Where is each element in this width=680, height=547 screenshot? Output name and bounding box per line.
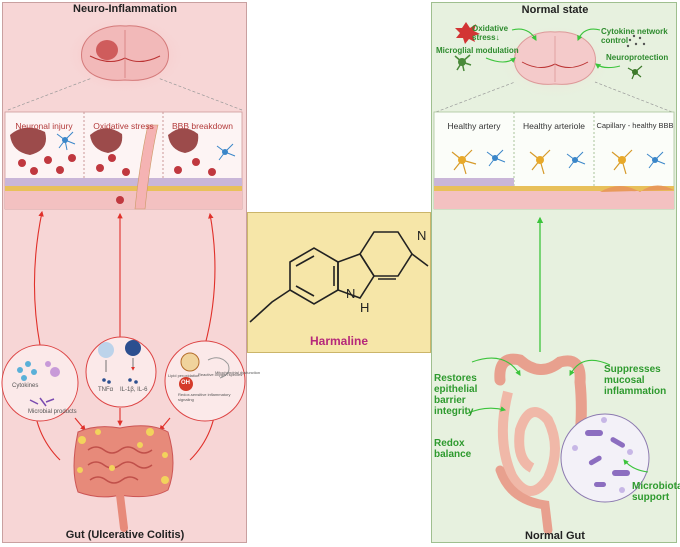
neuro-subpanels bbox=[4, 111, 243, 210]
atom-n1: N bbox=[417, 228, 427, 243]
panel-label-bbb-breakdown: BBB breakdown bbox=[172, 121, 233, 131]
left-bottom-title: Gut (Ulcerative Colitis) bbox=[65, 529, 185, 541]
restores-note: Restores epithelial barrier integrity bbox=[434, 373, 478, 417]
green-gut-arrows bbox=[465, 357, 649, 473]
oh-label: OH bbox=[181, 380, 190, 386]
redox-note: Redox balance bbox=[434, 438, 472, 460]
cytokines-label: Cytokines bbox=[12, 383, 39, 389]
tnf-label: TNFα bbox=[98, 387, 114, 393]
right-title: Normal state bbox=[521, 4, 589, 16]
panel-label-oxidative-stress: Oxidative stress bbox=[93, 121, 154, 131]
panel-label-neuronal-injury: Neuronal injury bbox=[15, 121, 73, 131]
panel-label-capillary: Capillary - healthy BBB bbox=[596, 121, 674, 130]
brain-note-icons bbox=[454, 22, 646, 80]
atom-h: H bbox=[360, 300, 370, 315]
panel-label-healthy-arteriole: Healthy arteriole bbox=[523, 121, 585, 131]
cytokine-note: Cytokine network control bbox=[601, 27, 668, 45]
interleukin-label: IL-1β, IL-6 bbox=[120, 387, 148, 393]
microglial-note: Microglial modulation bbox=[436, 46, 519, 55]
suppresses-note: Suppresses mucosal inflammation bbox=[604, 364, 667, 397]
right-bottom-title: Normal Gut bbox=[525, 530, 585, 542]
inflamed-brain-icon bbox=[63, 15, 187, 95]
red-arrows bbox=[32, 210, 218, 461]
left-title: Neuro-Inflammation bbox=[73, 3, 177, 15]
gut-mechanism-circles bbox=[1, 336, 246, 422]
ros-label: Reactive oxygen species bbox=[198, 372, 243, 377]
panel-label-healthy-artery: Healthy artery bbox=[447, 121, 501, 131]
inflamed-gut-icon bbox=[73, 425, 174, 532]
healthy-gut-icon bbox=[494, 353, 650, 535]
lipid-label: Lipid peroxidation bbox=[168, 373, 200, 378]
redox-signaling-label: Redox-sensitive inflammatory signaling bbox=[178, 392, 231, 402]
harmaline-structure bbox=[249, 231, 429, 323]
harmaline-label: Harmaline bbox=[309, 334, 369, 348]
microbiota-note: Microbiota support bbox=[632, 481, 680, 503]
mito-label: Mitochondrial dysfunction bbox=[215, 370, 261, 375]
oxidative-note: Oxidative stress↓ bbox=[472, 24, 509, 42]
atom-n2: N bbox=[346, 286, 356, 301]
healthy-brain-icon bbox=[497, 24, 613, 100]
microbial-label: Microbial products bbox=[28, 409, 77, 415]
neuroprotection-note: Neuroprotection bbox=[606, 53, 669, 62]
healthy-subpanels bbox=[433, 111, 675, 210]
green-brain-arrows bbox=[485, 28, 621, 69]
